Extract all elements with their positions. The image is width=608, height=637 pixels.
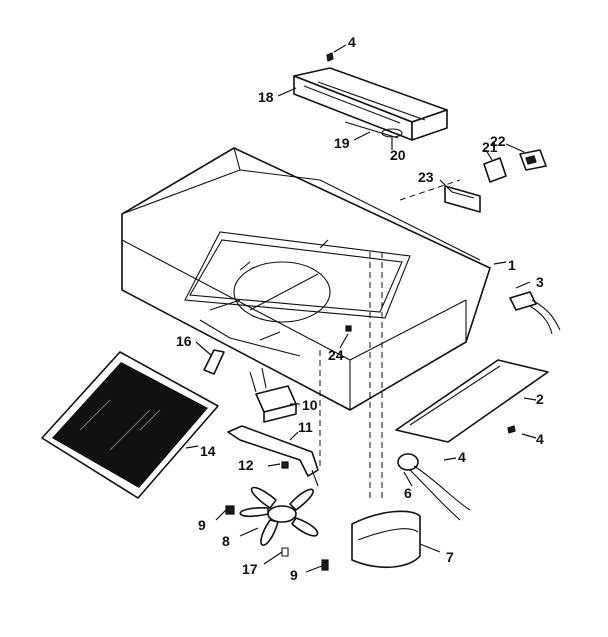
screw-part: [345, 325, 352, 332]
callout-6: 6: [404, 485, 412, 501]
callout-9: 9: [290, 567, 298, 583]
callout-4: 4: [348, 34, 356, 50]
leader-lines: [185, 44, 537, 573]
callout-3: 3: [536, 274, 544, 290]
screw-part: [225, 505, 235, 515]
screw-part: [281, 461, 289, 469]
callout-23: 23: [418, 169, 434, 185]
motor-bracket-part: [227, 425, 319, 487]
control-bracket-part: [444, 185, 481, 213]
callout-18: 18: [258, 89, 274, 105]
callout-19: 19: [334, 135, 350, 151]
screw-part: [321, 559, 329, 571]
grease-filter-part: [41, 351, 219, 499]
callout-7: 7: [446, 549, 454, 565]
callout-22: 22: [490, 133, 506, 149]
filter-bracket-part: [203, 349, 225, 375]
callout-10: 10: [302, 397, 318, 413]
callout-1: 1: [508, 257, 516, 273]
callout-14: 14: [200, 443, 216, 459]
callout-12: 12: [238, 457, 254, 473]
cord-connector-part: [509, 291, 561, 335]
switch-part: [483, 149, 547, 183]
callout-21: 21: [482, 139, 498, 155]
callout-2: 2: [536, 391, 544, 407]
callout-16: 16: [176, 333, 192, 349]
light-housing-part: [293, 52, 448, 141]
callout-4: 4: [458, 449, 466, 465]
nut-part: [281, 547, 289, 557]
callout-9: 9: [198, 517, 206, 533]
rear-panel-part: [395, 359, 549, 443]
motor-part: [249, 367, 297, 423]
callout-20: 20: [390, 147, 406, 163]
socket-part: [397, 453, 471, 521]
callout-4: 4: [536, 431, 544, 447]
guide-line: [399, 179, 461, 201]
callout-24: 24: [328, 347, 344, 363]
fan-blade-part: [239, 486, 319, 546]
callout-11: 11: [298, 419, 313, 435]
duct-part: [351, 510, 421, 569]
hood-body-part: [121, 147, 491, 411]
callout-8: 8: [222, 533, 230, 549]
callout-17: 17: [242, 561, 258, 577]
